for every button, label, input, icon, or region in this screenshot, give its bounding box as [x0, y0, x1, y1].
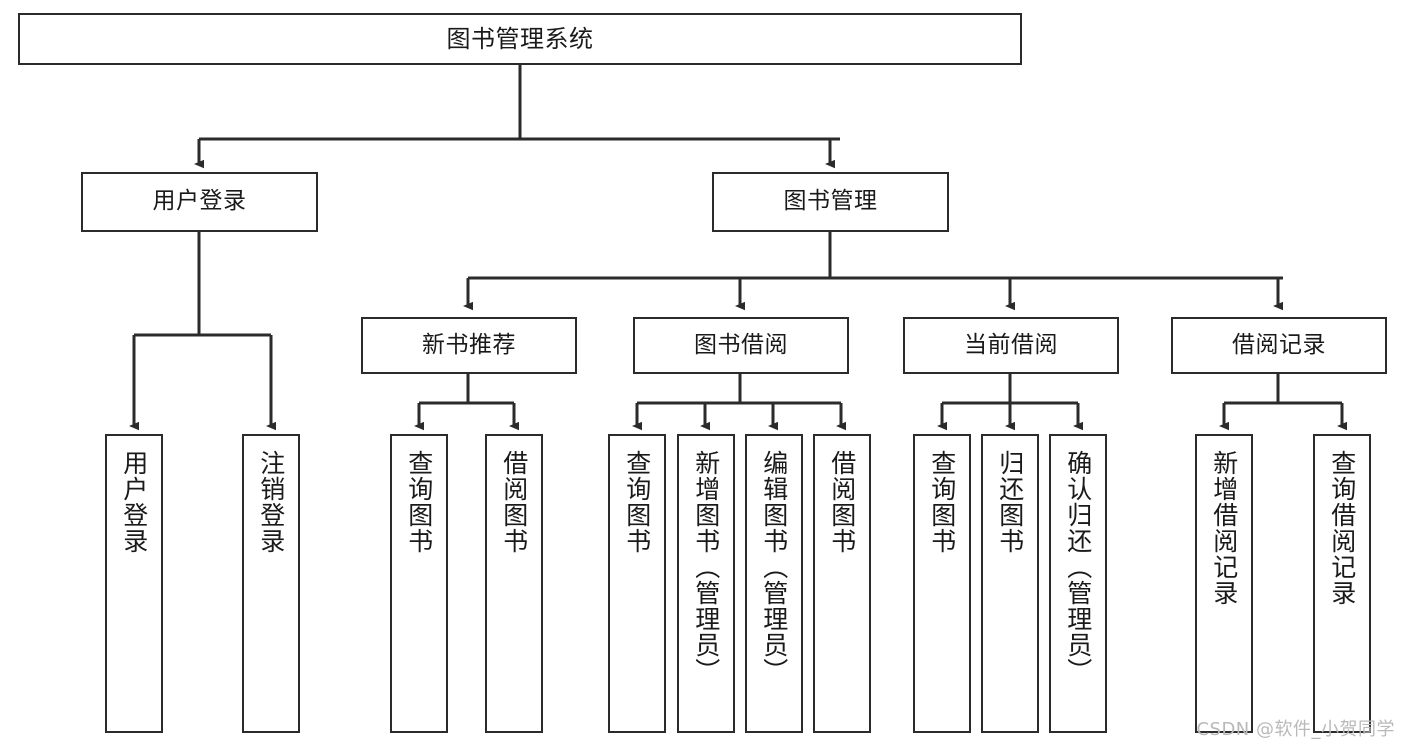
node-user-login-label: 用户登录	[152, 188, 247, 215]
node-user-login[interactable]: 用户登录	[81, 172, 318, 232]
leaf-book-borrow-query[interactable]: 查询图书	[608, 434, 666, 733]
node-current-borrow-label: 当前借阅	[964, 331, 1058, 358]
node-borrow-record[interactable]: 借阅记录	[1171, 317, 1387, 374]
node-current-borrow[interactable]: 当前借阅	[903, 317, 1119, 374]
leaf-current-borrow-query-label: 查询图书	[927, 450, 957, 554]
node-book-manage[interactable]: 图书管理	[712, 172, 949, 232]
leaf-book-borrow-edit[interactable]: 编辑图书（管理员）	[745, 434, 803, 733]
node-root-system-label: 图书管理系统	[446, 24, 594, 53]
node-new-book-recommend[interactable]: 新书推荐	[361, 317, 577, 374]
leaf-new-book-borrow-label: 借阅图书	[499, 450, 529, 554]
leaf-current-borrow-confirm[interactable]: 确认归还（管理员）	[1049, 434, 1107, 733]
leaf-book-borrow-add[interactable]: 新增图书（管理员）	[677, 434, 735, 733]
node-root-system[interactable]: 图书管理系统	[18, 13, 1022, 65]
node-new-book-recommend-label: 新书推荐	[422, 331, 516, 358]
leaf-borrow-record-query-label: 查询借阅记录	[1327, 450, 1357, 606]
leaf-book-borrow-borrow[interactable]: 借阅图书	[813, 434, 871, 733]
leaf-user-login-login-label: 用户登录	[119, 450, 149, 554]
node-book-manage-label: 图书管理	[783, 188, 878, 215]
leaf-new-book-borrow[interactable]: 借阅图书	[485, 434, 543, 733]
leaf-current-borrow-confirm-label: 确认归还（管理员）	[1063, 450, 1093, 684]
node-book-borrow-label: 图书借阅	[694, 331, 788, 358]
leaf-borrow-record-query[interactable]: 查询借阅记录	[1313, 434, 1371, 733]
leaf-user-login-logout-label: 注销登录	[256, 450, 286, 554]
leaf-current-borrow-return[interactable]: 归还图书	[981, 434, 1039, 733]
leaf-book-borrow-edit-label: 编辑图书（管理员）	[759, 450, 789, 684]
leaf-new-book-query-label: 查询图书	[404, 450, 434, 554]
leaf-borrow-record-add[interactable]: 新增借阅记录	[1195, 434, 1253, 733]
csdn-watermark: CSDN @软件_小贺同学	[1196, 719, 1395, 740]
leaf-book-borrow-borrow-label: 借阅图书	[827, 450, 857, 554]
leaf-book-borrow-query-label: 查询图书	[622, 450, 652, 554]
leaf-book-borrow-add-label: 新增图书（管理员）	[691, 450, 721, 684]
leaf-current-borrow-query[interactable]: 查询图书	[913, 434, 971, 733]
node-borrow-record-label: 借阅记录	[1232, 331, 1326, 358]
leaf-new-book-query[interactable]: 查询图书	[390, 434, 448, 733]
leaf-borrow-record-add-label: 新增借阅记录	[1209, 450, 1239, 606]
leaf-user-login-logout[interactable]: 注销登录	[242, 434, 300, 733]
leaf-current-borrow-return-label: 归还图书	[995, 450, 1025, 554]
leaf-user-login-login[interactable]: 用户登录	[105, 434, 163, 733]
node-book-borrow[interactable]: 图书借阅	[633, 317, 849, 374]
